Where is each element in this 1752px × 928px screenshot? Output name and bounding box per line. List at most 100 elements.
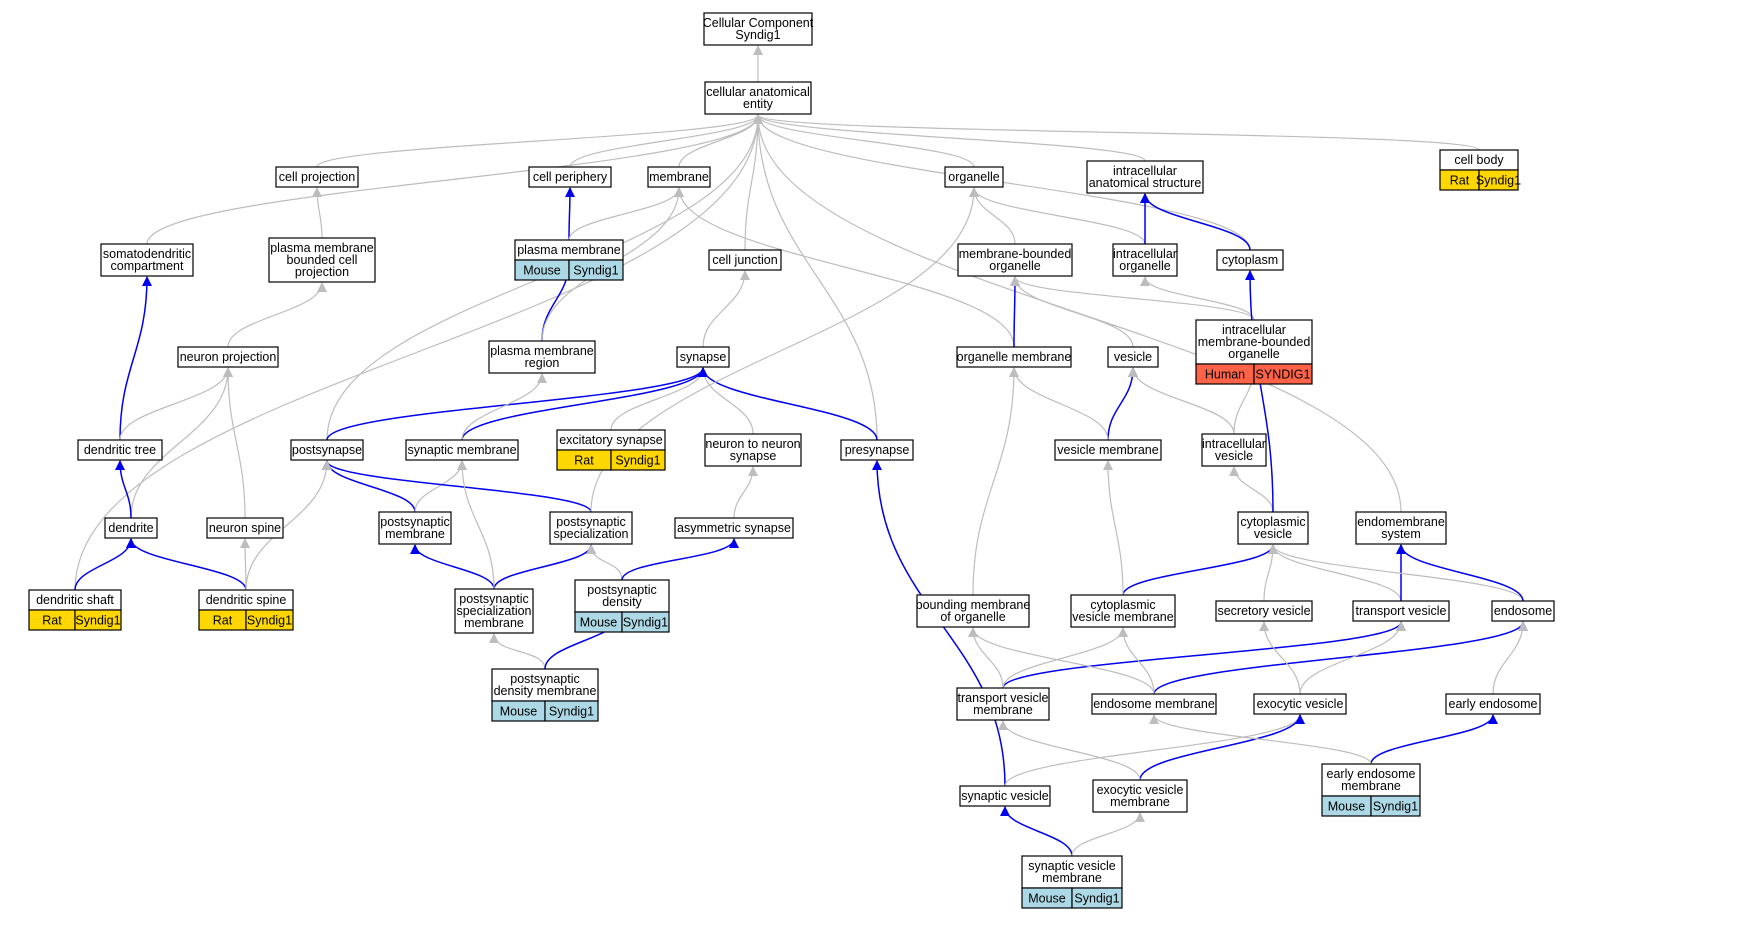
node-box (1201, 433, 1267, 467)
gene-label: Syndig1 (1074, 892, 1119, 906)
edge-part-of-orgmem-to-mbo (1009, 276, 1020, 348)
gene-cell (1370, 795, 1421, 817)
node-box (1445, 693, 1541, 715)
node-box (1355, 511, 1447, 545)
node-box (1491, 600, 1555, 622)
edge-is-a-dendrite-to-neuronproj (130, 367, 233, 519)
node-cellproj[interactable]: cell projection (275, 166, 359, 188)
edge-is-a-dspine-to-postsyn (245, 460, 332, 591)
gene-cell (621, 611, 670, 633)
node-label-line: postsynaptic (510, 672, 579, 686)
node-label-line: organelle (948, 170, 999, 184)
node-exoves[interactable]: exocytic vesicle (1253, 693, 1347, 715)
edge-is-a-cellbody-to-cae (753, 114, 1480, 151)
edge-part-of-pm-to-cellper (564, 187, 575, 241)
gene-label: Syndig1 (573, 264, 618, 278)
node-presyn[interactable]: presynapse (840, 439, 914, 461)
node-orgmem[interactable]: organelle membrane (956, 346, 1072, 368)
edge-part-of-dendrite-to-dendtree (115, 460, 132, 519)
species-label: Rat (213, 614, 233, 628)
gene-cell (1478, 169, 1519, 191)
node-imbo[interactable]: intracellularmembrane-boundedorganelleHu… (1195, 319, 1313, 385)
node-synmem[interactable]: synaptic membrane (405, 439, 519, 461)
node-cellper[interactable]: cell periphery (528, 166, 612, 188)
edge-is-a-dendtree-to-neuronproj (119, 367, 233, 441)
edges-layer (74, 45, 1528, 857)
edge-part-of-evm-to-exoves (1139, 714, 1305, 781)
node-box (959, 785, 1051, 807)
edge-is-a-vesmem-to-orgmem (1009, 367, 1109, 441)
node-transves[interactable]: transport vesicle (1352, 600, 1450, 622)
node-earlyendo[interactable]: early endosome (1445, 693, 1541, 715)
node-label-line: plasma membrane (490, 344, 594, 358)
node-box (177, 346, 279, 368)
node-box (704, 81, 812, 115)
gene-cell (1253, 363, 1313, 385)
node-synves[interactable]: synaptic vesicle (959, 785, 1051, 807)
species-label: Human (1205, 368, 1245, 382)
edge-is-a-exoves-to-transves (1299, 621, 1406, 695)
node-organelle[interactable]: organelle (944, 166, 1004, 188)
node-asymsyn[interactable]: asymmetric synapse (674, 517, 794, 539)
node-cytoplasm[interactable]: cytoplasm (1216, 249, 1284, 271)
node-celljunc[interactable]: cell junction (708, 249, 782, 271)
node-secves[interactable]: secretory vesicle (1215, 600, 1313, 622)
edge-is-a-celljunc-to-cae (744, 114, 763, 251)
node-label-line: cell body (1454, 153, 1504, 167)
node-label-line: presynapse (845, 443, 910, 457)
node-box (1215, 600, 1313, 622)
node-postsyn[interactable]: postsynapse (290, 439, 364, 461)
node-synapse[interactable]: synapse (676, 346, 730, 368)
edge-part-of-cytoplasm-to-ias (1140, 193, 1251, 251)
edge-part-of-endosome-to-endosys (1396, 544, 1524, 602)
node-label-line: dendritic spine (206, 593, 287, 607)
node-label-line: projection (295, 265, 349, 279)
node-membrane[interactable]: membrane (647, 166, 711, 188)
node-label-line: system (1381, 527, 1421, 541)
node-dendtree[interactable]: dendritic tree (77, 439, 163, 461)
edge-is-a-organelle-to-cae (753, 114, 975, 168)
node-vesicle[interactable]: vesicle (1107, 346, 1159, 368)
node-endosome[interactable]: endosome (1491, 600, 1555, 622)
node-nspine[interactable]: neuron spine (206, 517, 284, 539)
node-vesmem[interactable]: vesicle membrane (1054, 439, 1162, 461)
node-box (704, 433, 802, 467)
edge-is-a-cytves-to-intves (1229, 466, 1274, 513)
node-dendrite[interactable]: dendrite (104, 517, 158, 539)
edge-is-a-pssm-to-synmem (457, 460, 495, 590)
node-label-line: neuron projection (180, 350, 277, 364)
node-neuronproj[interactable]: neuron projection (177, 346, 279, 368)
node-label-line: membrane (973, 703, 1033, 717)
node-box (1237, 511, 1309, 545)
node-endomem[interactable]: endosome membrane (1091, 693, 1217, 715)
